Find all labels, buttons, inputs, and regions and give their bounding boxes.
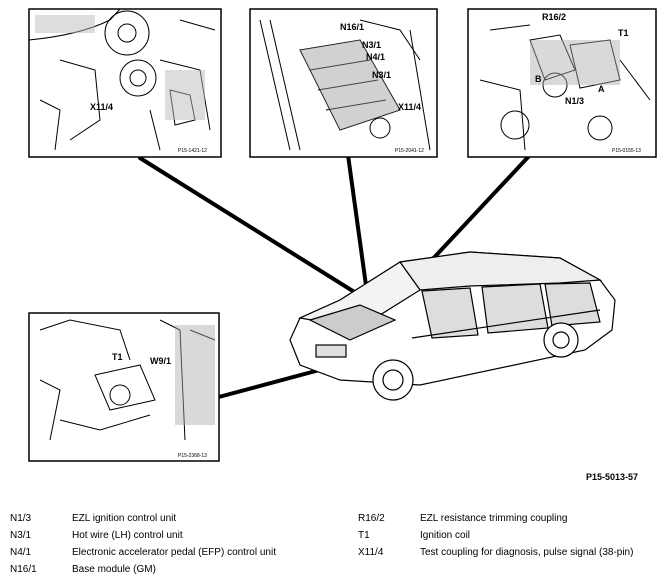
callout-x11-4-panel1: X11/4 bbox=[90, 102, 113, 112]
legend-item-n16-1: N16/1 Base module (GM) bbox=[10, 564, 156, 575]
figure-id: P15-5013-57 bbox=[586, 472, 639, 482]
svg-text:P15-1421-12: P15-1421-12 bbox=[178, 148, 207, 154]
callout-t1-panel3: T1 bbox=[618, 28, 629, 38]
detail-panel-4: T1 W9/1 P15-2368-13 bbox=[28, 312, 220, 462]
legend-item-r16-2: R16/2 EZL resistance trimming coupling bbox=[358, 513, 568, 524]
callout-n1-3: N1/3 bbox=[565, 96, 584, 106]
svg-text:P15-0155-13: P15-0155-13 bbox=[612, 148, 641, 154]
detail-panel-3: R16/2 T1 N1/3 A B P15-0155-13 bbox=[467, 8, 657, 158]
legend-item-n1-3: N1/3 EZL ignition control unit bbox=[10, 513, 177, 524]
leader-line-panel1 bbox=[138, 156, 374, 305]
callout-w9-1: W9/1 bbox=[150, 356, 171, 366]
legend-item-n4-1: N4/1 Electronic accelerator pedal (EFP) … bbox=[10, 547, 276, 558]
callout-t1-panel4: T1 bbox=[112, 352, 123, 362]
legend-item-n3-1: N3/1 Hot wire (LH) control unit bbox=[10, 530, 183, 541]
callout-x11-4-panel2: X11/4 bbox=[398, 102, 421, 112]
svg-text:P15-2368-13: P15-2368-13 bbox=[178, 453, 207, 459]
car-illustration bbox=[289, 251, 616, 401]
legend-item-x11-4: X11/4 Test coupling for diagnosis, pulse… bbox=[358, 547, 634, 558]
detail-panel-2: N16/1 N3/1 N4/1 N3/1 X11/4 P15-2041-12 bbox=[249, 8, 438, 158]
callout-n3-1: N3/1 bbox=[362, 40, 381, 50]
leader-line-panel2 bbox=[346, 153, 370, 302]
callout-n16-1: N16/1 bbox=[340, 22, 364, 32]
callout-r16-2: R16/2 bbox=[542, 12, 566, 22]
component-locator-diagram: X11/4 P15-1421-12 N16/1 N3/1 N4/1 N3/1 X… bbox=[28, 8, 657, 462]
callout-n4-1: N4/1 bbox=[366, 52, 385, 62]
callout-n3-1-b: N3/1 bbox=[372, 70, 391, 80]
detail-panel-1: X11/4 P15-1421-12 bbox=[28, 8, 222, 158]
callout-b: B bbox=[535, 74, 542, 84]
legend-item-t1: T1 Ignition coil bbox=[358, 530, 471, 541]
svg-text:P15-2041-12: P15-2041-12 bbox=[395, 148, 424, 154]
callout-a: A bbox=[598, 84, 605, 94]
